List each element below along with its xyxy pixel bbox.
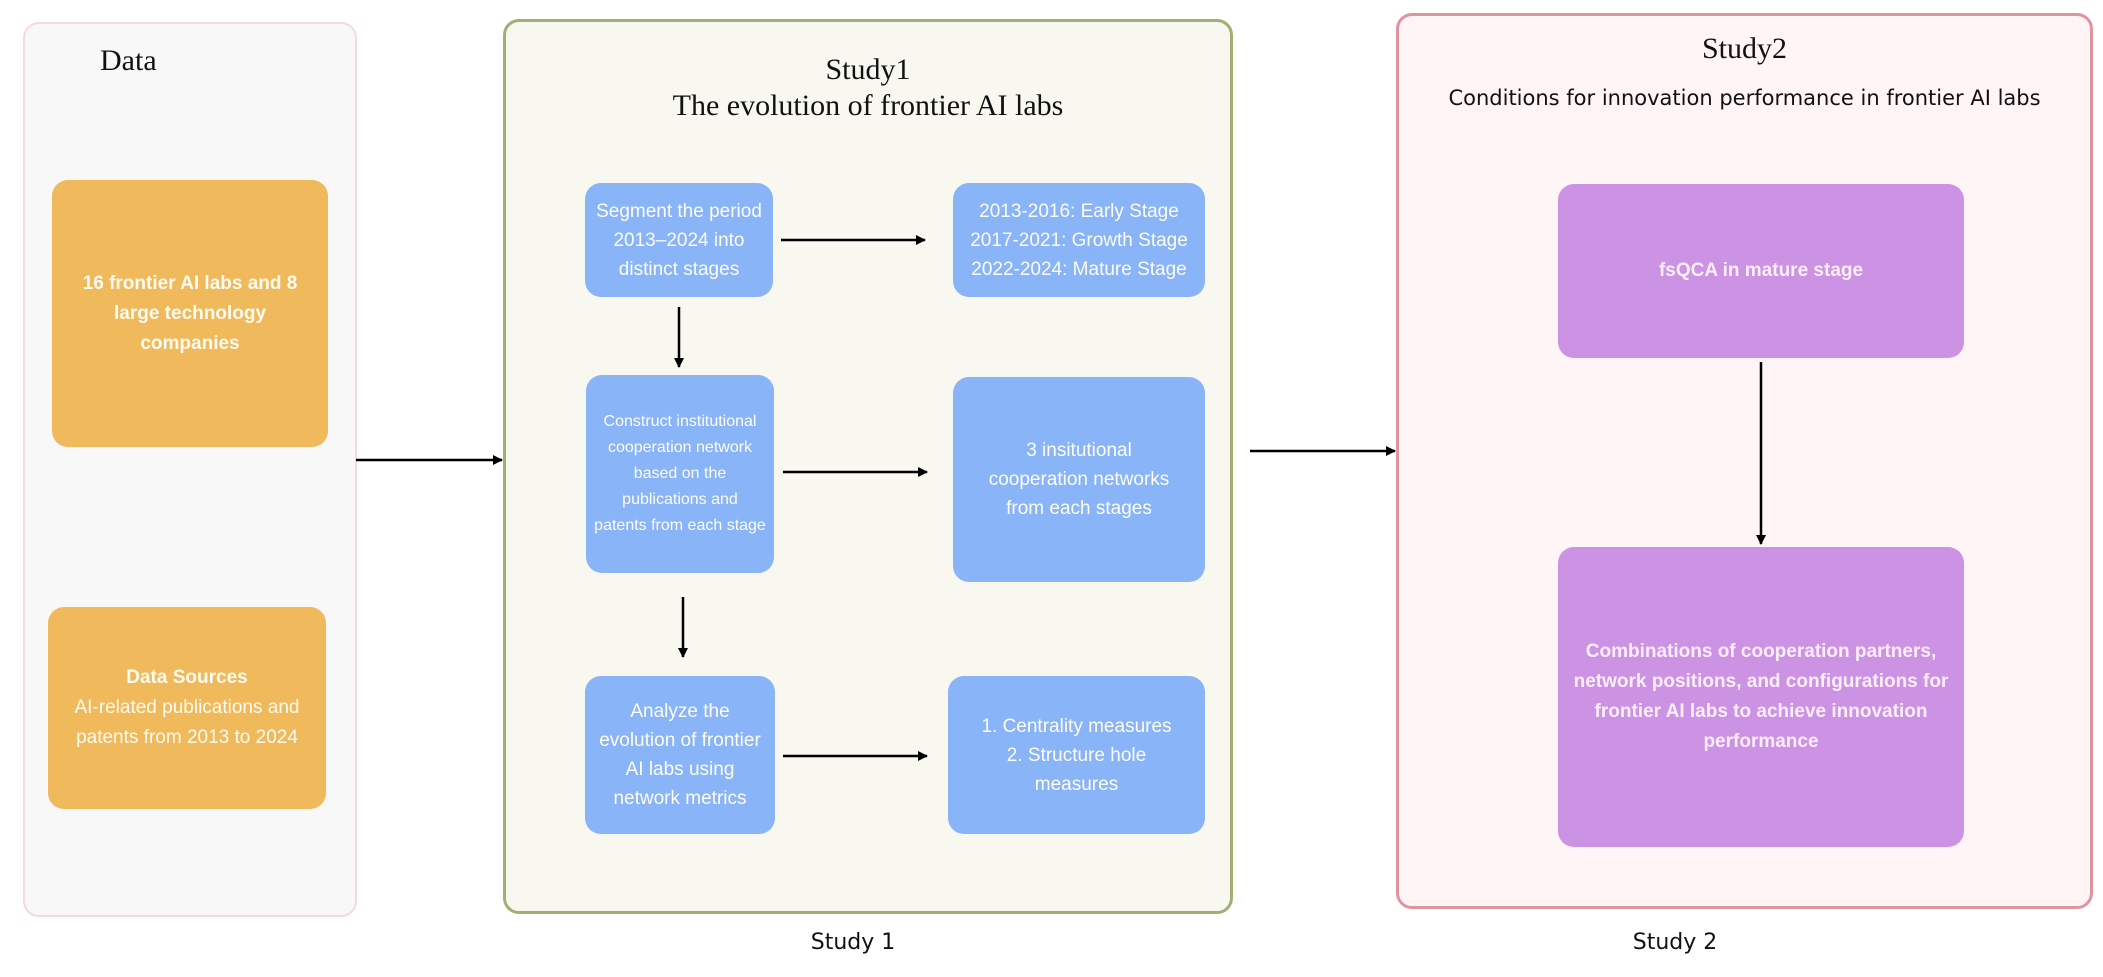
- metric-structure-hole: 2. Structure hole measures: [1006, 744, 1147, 795]
- data-sources-title: Data Sources: [126, 667, 248, 688]
- step-segment-box: Segment the period 2013–2024 into distin…: [585, 183, 773, 297]
- step-construct-text: Construct institutional cooperation netw…: [594, 413, 766, 534]
- study2-caption: Study 2: [1632, 930, 1718, 955]
- study1-title-line1: Study1: [825, 53, 911, 86]
- stage-mature: 2022-2024: Mature Stage: [971, 258, 1187, 280]
- metrics-result-box: 1. Centrality measures 2. Structure hole…: [948, 676, 1205, 834]
- stage-early: 2013-2016: Early Stage: [979, 200, 1179, 222]
- fsqca-box-text: fsQCA in mature stage: [1658, 260, 1864, 281]
- stage-growth: 2017-2021: Growth Stage: [970, 229, 1188, 251]
- step-construct-box: Construct institutional cooperation netw…: [586, 375, 774, 573]
- labs-box: 16 frontier AI labs and 8 large technolo…: [52, 180, 328, 447]
- data-sources-text: AI-related publications and patents from…: [74, 697, 300, 748]
- step-analyze-text: Analyze the evolution of frontier AI lab…: [599, 701, 761, 809]
- configurations-box-text: Combinations of cooperation partners, ne…: [1573, 641, 1949, 752]
- fsqca-box: fsQCA in mature stage: [1558, 184, 1964, 358]
- data-sources-box: Data Sources AI-related publications and…: [48, 607, 326, 809]
- labs-box-text: 16 frontier AI labs and 8 large technolo…: [82, 272, 298, 354]
- networks-result-text: 3 insitutional cooperation networks from…: [988, 440, 1170, 519]
- data-panel-title: Data: [100, 44, 157, 77]
- step-segment-text: Segment the period 2013–2024 into distin…: [596, 200, 762, 280]
- step-analyze-box: Analyze the evolution of frontier AI lab…: [585, 676, 775, 834]
- study1-title-line2: The evolution of frontier AI labs: [672, 89, 1064, 122]
- configurations-box: Combinations of cooperation partners, ne…: [1558, 547, 1964, 847]
- study1-caption: Study 1: [810, 930, 896, 955]
- study2-title-line1: Study2: [1701, 32, 1788, 65]
- study1-title: Study1 The evolution of frontier AI labs: [503, 52, 1233, 124]
- study2-title-line2: Conditions for innovation performance in…: [1448, 86, 2041, 110]
- metric-centrality: 1. Centrality measures: [981, 715, 1172, 737]
- networks-result-box: 3 insitutional cooperation networks from…: [953, 377, 1205, 582]
- stages-result-box: 2013-2016: Early Stage 2017-2021: Growth…: [953, 183, 1205, 297]
